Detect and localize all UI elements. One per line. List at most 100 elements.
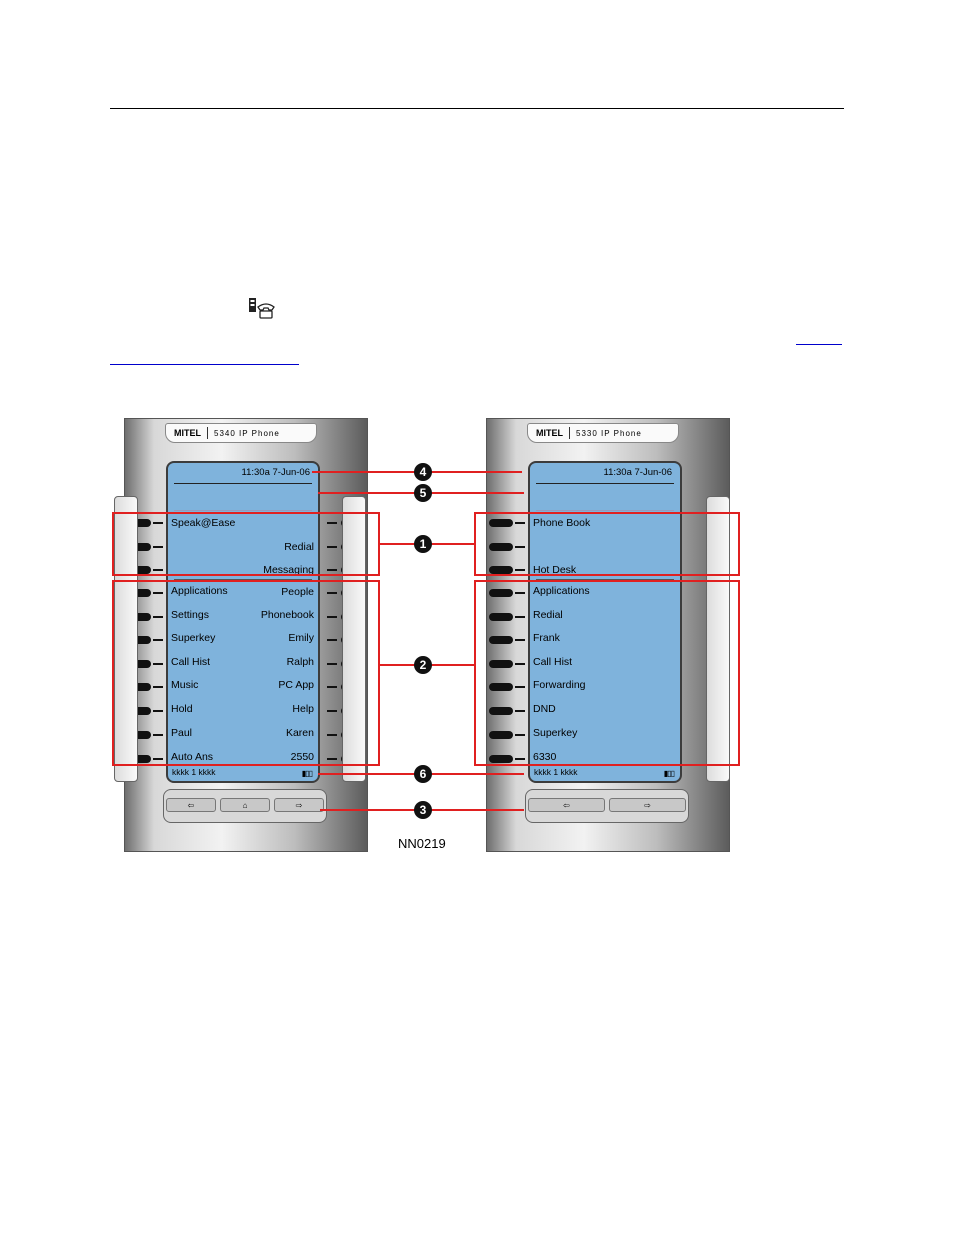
softkey-button[interactable] <box>489 566 513 574</box>
softkey-dash <box>515 546 525 548</box>
softkey-label: Paul <box>171 727 193 739</box>
callout-4: 4 <box>414 463 432 481</box>
softkey-button[interactable] <box>489 683 513 691</box>
softkey-label: 6330 <box>533 751 557 763</box>
screen-divider <box>536 510 674 511</box>
callout-3: 3 <box>414 801 432 819</box>
softkey-button[interactable] <box>127 566 151 574</box>
softkey-button[interactable] <box>127 636 151 644</box>
callout-box-1-left <box>112 512 380 576</box>
softkey-dash <box>515 592 525 594</box>
softkey-dash <box>327 546 337 548</box>
softkey-dash <box>327 758 337 760</box>
softkey-label: Music <box>171 679 199 691</box>
softkey-button[interactable] <box>127 683 151 691</box>
callout-2: 2 <box>414 656 432 674</box>
softkey-button[interactable] <box>489 613 513 621</box>
softkey-button[interactable] <box>489 589 513 597</box>
navigation-bar: ⇦ ⌂ ⇨ <box>163 789 327 823</box>
navigation-bar: ⇦ ⇨ <box>525 789 689 823</box>
nav-home-button[interactable]: ⌂ <box>220 798 270 812</box>
nav-left-button[interactable]: ⇦ <box>528 798 605 812</box>
softkey-button[interactable] <box>489 755 513 763</box>
softkey-button[interactable] <box>127 519 151 527</box>
softkey-label: Call Hist <box>533 656 573 668</box>
nav-left-button[interactable]: ⇦ <box>166 798 216 812</box>
mitel-logo: MITEL <box>174 428 201 438</box>
softkey-dash <box>327 616 337 618</box>
phone-5330: MITEL 5330 IP Phone 11:30a 7-Jun-06 Phon… <box>486 418 730 852</box>
softkey-label: People <box>281 586 314 598</box>
softkey-button[interactable] <box>127 589 151 597</box>
softkey-button[interactable] <box>489 731 513 739</box>
model-label: 5340 IP Phone <box>214 428 280 438</box>
phone-figure: MITEL 5340 IP Phone 11:30a 7-Jun-06 Spea… <box>112 418 742 852</box>
callout-box-2-right <box>474 580 740 766</box>
softkey-label: Speak@Ease <box>171 517 236 529</box>
softkey-label: Messaging <box>263 564 314 576</box>
page-indicator-icon: ▮▯▯ <box>663 769 675 778</box>
brand-plate: MITEL 5330 IP Phone <box>527 423 679 443</box>
status-line: kkkk 1 kkkk ▮▯▯ <box>532 764 678 779</box>
softkey-label: Frank <box>533 632 560 644</box>
softkey-button[interactable] <box>127 660 151 668</box>
date-time: 11:30a 7-Jun-06 <box>241 467 311 478</box>
softkey-label: Karen <box>285 727 314 739</box>
softkey-label: 2550 <box>290 751 314 763</box>
display-screen: 11:30a 7-Jun-06 Speak@Ease Redial Messag… <box>166 461 320 783</box>
screen-divider <box>536 579 674 580</box>
brand-separator <box>207 427 208 439</box>
softkey-dash <box>153 758 163 760</box>
softkey-button[interactable] <box>489 660 513 668</box>
callout-1: 1 <box>414 535 432 553</box>
softkey-label: Superkey <box>171 632 216 644</box>
softkey-label: Ralph <box>286 656 314 668</box>
screen-divider <box>174 579 312 580</box>
nav-right-button[interactable]: ⇨ <box>274 798 324 812</box>
callout-5: 5 <box>414 484 432 502</box>
softkey-dash <box>515 569 525 571</box>
cross-reference-link[interactable] <box>796 332 842 345</box>
softkey-dash <box>327 663 337 665</box>
softkey-dash <box>515 639 525 641</box>
softkey-button[interactable] <box>127 707 151 715</box>
softkey-dash <box>153 710 163 712</box>
softkey-button[interactable] <box>127 613 151 621</box>
screen-divider <box>174 510 312 511</box>
status-text: kkkk 1 kkkk <box>172 767 216 777</box>
nav-right-button[interactable]: ⇨ <box>609 798 686 812</box>
figure-id: NN0219 <box>398 836 446 851</box>
softkey-button[interactable] <box>489 519 513 527</box>
softkey-dash <box>153 522 163 524</box>
cross-reference-link-continued[interactable] <box>110 352 299 365</box>
callout-box-1-right <box>474 512 740 576</box>
softkey-label: Hold <box>171 703 193 715</box>
status-line: kkkk 1 kkkk ▮▯▯ <box>170 764 316 779</box>
softkey-dash <box>153 639 163 641</box>
softkey-dash <box>515 522 525 524</box>
softkey-button[interactable] <box>127 755 151 763</box>
softkey-button[interactable] <box>127 543 151 551</box>
softkey-dash <box>153 734 163 736</box>
softkey-button[interactable] <box>489 543 513 551</box>
softkey-dash <box>153 569 163 571</box>
screen-divider <box>174 483 312 484</box>
softkey-dash <box>515 758 525 760</box>
brand-plate: MITEL 5340 IP Phone <box>165 423 317 443</box>
softkey-label: Phone Book <box>533 517 591 529</box>
softkey-button[interactable] <box>489 707 513 715</box>
softkey-dash <box>153 592 163 594</box>
callout-6: 6 <box>414 765 432 783</box>
side-panel <box>342 496 366 782</box>
softkey-button[interactable] <box>127 731 151 739</box>
softkey-label: Superkey <box>533 727 578 739</box>
mitel-logo: MITEL <box>536 428 563 438</box>
date-time: 11:30a 7-Jun-06 <box>603 467 673 478</box>
softkey-dash <box>327 686 337 688</box>
side-panel <box>114 496 138 782</box>
softkey-dash <box>327 639 337 641</box>
softkey-dash <box>515 734 525 736</box>
softkey-label: Hot Desk <box>533 564 577 576</box>
softkey-dash <box>515 616 525 618</box>
softkey-button[interactable] <box>489 636 513 644</box>
